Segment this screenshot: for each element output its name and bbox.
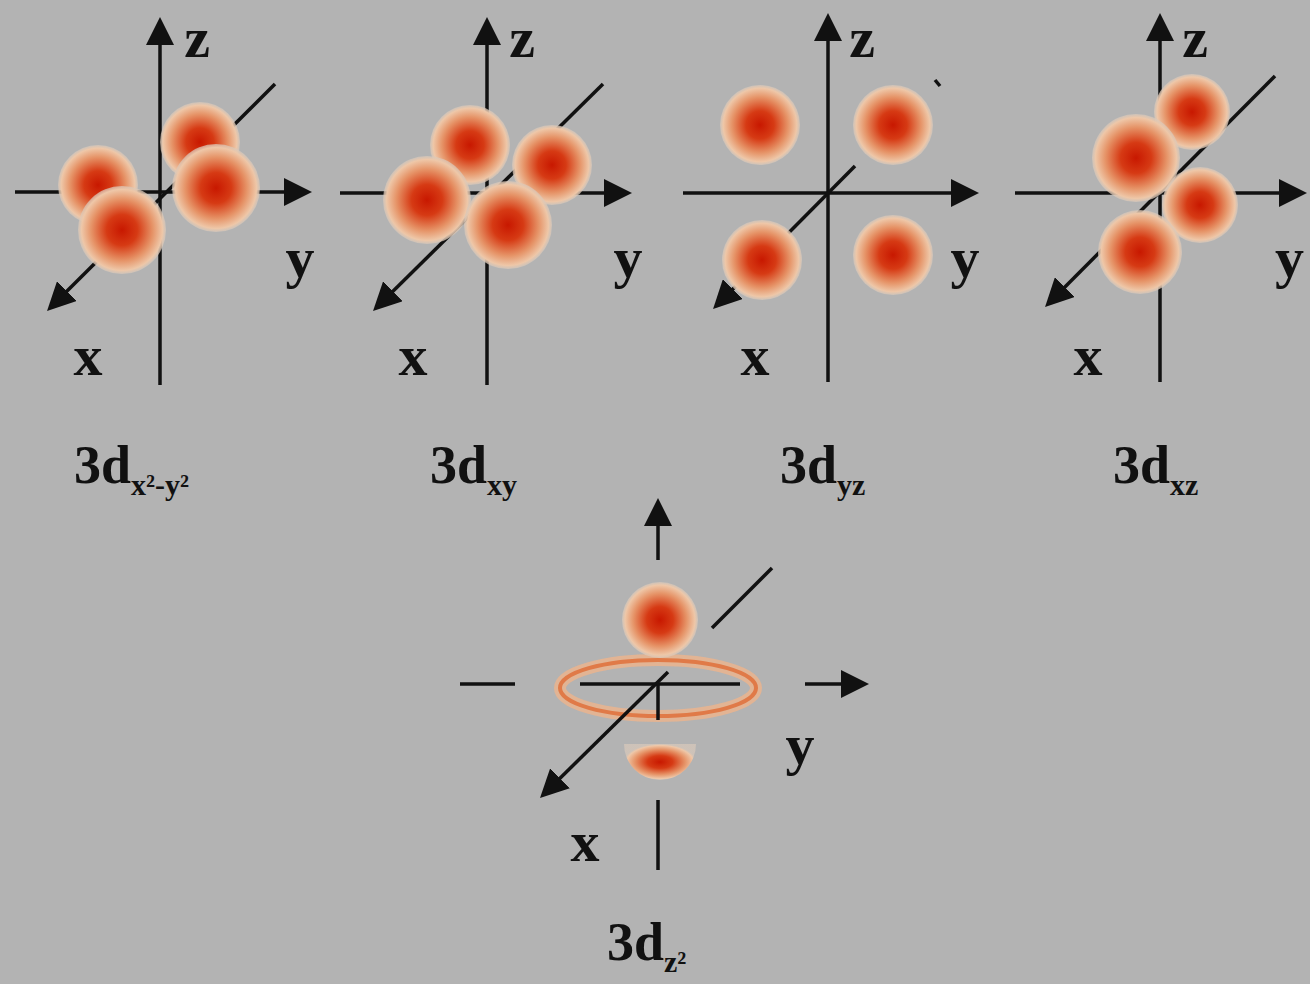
orbital-shell: 3d: [430, 438, 487, 492]
orbital-name: 3dz²: [607, 915, 686, 969]
axis-label: y: [951, 229, 980, 287]
orbital-name: 3dxy: [430, 438, 517, 492]
axis-label: y: [1275, 229, 1304, 287]
orbital-name: 3dxz: [1113, 438, 1198, 492]
orbital-name: 3dx²-y²: [74, 438, 189, 492]
orbital-subscript: yz: [837, 470, 865, 500]
orbital-shell: 3d: [1113, 438, 1170, 492]
axis-label: z: [184, 9, 210, 67]
axis-label: y: [786, 716, 815, 774]
axis-label: y: [614, 229, 643, 287]
axis-label: x: [399, 327, 428, 385]
axis-label: z: [1182, 9, 1208, 67]
orbital-subscript: xz: [1170, 470, 1198, 500]
orbital-subscript: z²: [664, 947, 686, 977]
axis-label: z: [509, 9, 535, 67]
orbital-name: 3dyz: [780, 438, 865, 492]
axis-label: x: [571, 813, 600, 871]
orbital-shell: 3d: [607, 915, 664, 969]
orbital-shell: 3d: [74, 438, 131, 492]
orbital-shell: 3d: [780, 438, 837, 492]
axis-label: x: [74, 327, 103, 385]
orbital-subscript: x²-y²: [131, 470, 189, 500]
axis-label: z: [849, 9, 875, 67]
orbital-subscript: xy: [487, 470, 517, 500]
axis-label: x: [1074, 327, 1103, 385]
axis-label: x: [741, 327, 770, 385]
axis-label: y: [286, 229, 315, 287]
axes: [15, 20, 1300, 385]
